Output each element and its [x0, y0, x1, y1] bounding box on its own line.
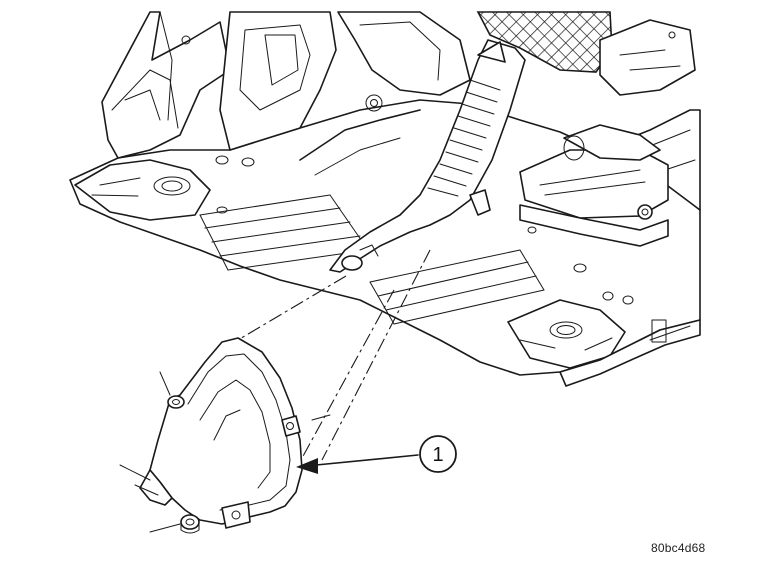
retaining-nut	[180, 514, 200, 534]
installation-phantom-lines	[237, 249, 431, 481]
pipe-corrugation	[427, 79, 501, 197]
seat-mesh	[476, 11, 613, 73]
mount-holes	[215, 155, 634, 305]
floor-pan	[69, 11, 701, 387]
callout-arrow	[296, 454, 419, 474]
callout-circle	[419, 435, 457, 473]
figure-id: 80bc4d68	[651, 541, 706, 555]
heat-shield	[119, 337, 331, 534]
exhaust-pipe	[329, 39, 526, 273]
floor-ribs-right	[369, 249, 545, 325]
callout-1: 1	[419, 435, 457, 473]
callout-number: 1	[432, 444, 443, 466]
